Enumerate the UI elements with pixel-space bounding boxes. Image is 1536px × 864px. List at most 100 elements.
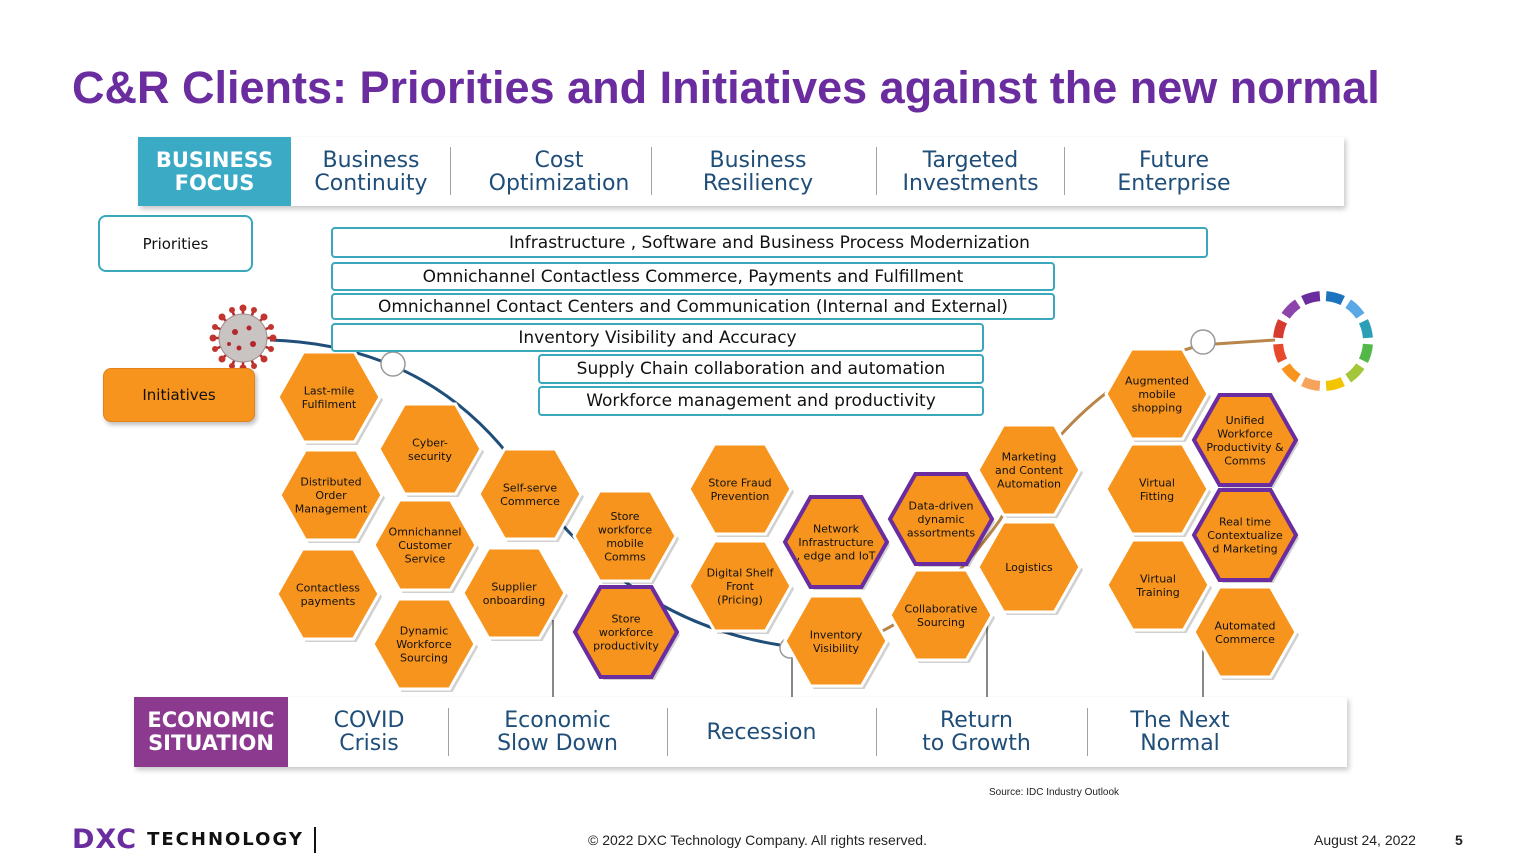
hex-label: Store Fraud — [708, 476, 771, 489]
hex-label: Fitting — [1140, 490, 1174, 503]
hex-label: Virtual — [1139, 476, 1175, 489]
hex-label: Real time — [1219, 516, 1271, 529]
hex-label: Workforce — [396, 638, 452, 651]
band-divider — [651, 147, 652, 195]
slide-date: August 24, 2022 — [1314, 832, 1416, 848]
hex-label: Automated — [1214, 619, 1275, 632]
hex-label: Self-serve — [503, 481, 558, 494]
hex-label: onboarding — [483, 594, 545, 607]
hex-label: productivity — [593, 640, 659, 653]
hex-label: Data-driven — [908, 500, 973, 513]
hex-label: Unified — [1226, 414, 1265, 427]
economic-situation-header: ECONOMIC SITUATION — [134, 697, 288, 767]
dxc-logo-mark: DXC — [72, 824, 138, 855]
hex-label: Inventory — [810, 628, 863, 641]
hex-label: Contactless — [296, 581, 360, 594]
hex-label: Comms — [1224, 454, 1266, 467]
hex-label: Sourcing — [917, 616, 965, 629]
hex-label: Service — [405, 553, 446, 566]
hex-label: , edge and IoT — [797, 550, 876, 563]
priority-pill: Omnichannel Contact Centers and Communic… — [331, 293, 1055, 320]
priority-pill: Workforce management and productivity — [538, 386, 984, 416]
hex-label: (Pricing) — [717, 594, 763, 607]
hex-label: Network — [813, 523, 860, 536]
hex-label: Workforce — [1217, 427, 1273, 440]
ring-segment — [1325, 376, 1345, 391]
priorities-label: Priorities — [98, 215, 253, 272]
hex-label: payments — [301, 595, 356, 608]
business-focus-band: BUSINESS FOCUS Business Continuity Cost … — [138, 137, 1344, 206]
business-focus-header: BUSINESS FOCUS — [138, 137, 291, 206]
hex-cybersecurity: Cyber-security — [377, 402, 484, 497]
hex-label: Commerce — [1215, 633, 1275, 646]
dxc-logo-word: TECHNOLOGY — [147, 829, 304, 850]
initiatives-label: Initiatives — [103, 368, 255, 422]
hex-label: Store — [610, 510, 639, 523]
source-note: Source: IDC Industry Outlook — [989, 787, 1120, 798]
band-divider — [1087, 708, 1088, 756]
hex-label: Digital Shelf — [707, 567, 775, 580]
ring-segment — [1345, 299, 1365, 319]
virus-icon — [209, 304, 277, 372]
hex-label: Omnichannel — [389, 526, 462, 539]
hex-label: dynamic — [917, 513, 964, 526]
hex-label: Marketing — [1002, 451, 1057, 464]
hex-label: Supplier — [491, 580, 537, 593]
band-divider — [1064, 147, 1065, 195]
hex-label: Front — [726, 580, 755, 593]
economic-situation-band: ECONOMIC SITUATION COVID Crisis Economic… — [134, 697, 1347, 767]
hex-label: d Marketing — [1212, 543, 1277, 556]
economy-covid-crisis: COVID Crisis — [333, 708, 405, 756]
focus-business-continuity: Business Continuity — [314, 148, 428, 196]
ring-segment — [1345, 363, 1365, 383]
hex-label: Order — [315, 489, 347, 502]
hex-logistics: Logistics — [976, 520, 1083, 615]
hex-label: Last-mile — [304, 384, 355, 397]
hex-label: Sourcing — [400, 652, 448, 665]
band-divider — [450, 147, 451, 195]
hex-label: Cyber- — [412, 436, 448, 449]
hex-label: Virtual — [1140, 572, 1176, 585]
dxc-logo: DXC TECHNOLOGY — [72, 824, 316, 855]
hex-label: mobile — [606, 537, 644, 550]
ring-segment — [1273, 319, 1288, 339]
page-number: 5 — [1455, 832, 1463, 848]
priority-pill: Inventory Visibility and Accuracy — [331, 323, 984, 352]
hex-label: workforce — [599, 626, 654, 639]
hex-label: Dynamic — [400, 625, 449, 638]
hex-label: and Content — [995, 464, 1064, 477]
focus-business-resiliency: Business Resiliency — [702, 148, 814, 196]
logo-divider — [313, 826, 316, 853]
hex-label: Infrastructure — [798, 536, 874, 549]
hex-label: mobile — [1138, 388, 1176, 401]
ring-segment — [1358, 343, 1373, 363]
hex-label: Management — [295, 503, 368, 516]
ring-segment — [1325, 291, 1345, 306]
economy-recession: Recession — [706, 719, 817, 745]
band-divider — [876, 708, 877, 756]
ring-segment — [1281, 299, 1301, 319]
hex-label: security — [408, 450, 452, 463]
ring-segment — [1301, 291, 1321, 306]
hex-label: Fulfilment — [302, 398, 357, 411]
hex-label: workforce — [598, 523, 653, 536]
